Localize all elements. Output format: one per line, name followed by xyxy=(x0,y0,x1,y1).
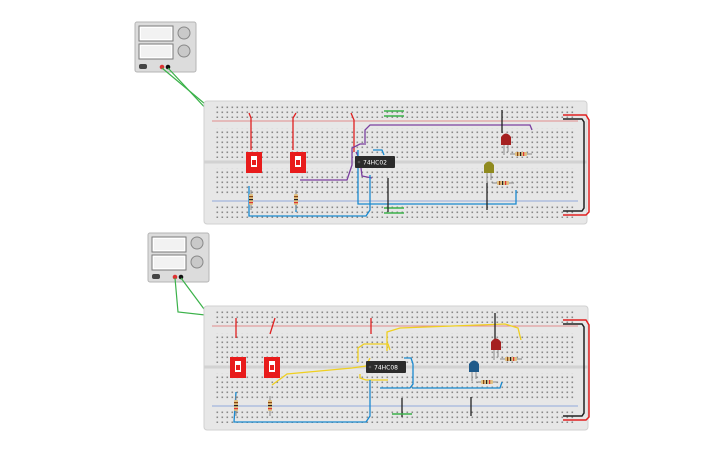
power-supply-2[interactable] xyxy=(147,232,210,283)
wire-red[interactable] xyxy=(248,112,252,150)
logic-chip-1[interactable]: 74HC02 xyxy=(355,156,395,168)
resistor[interactable] xyxy=(510,152,532,156)
resistor[interactable] xyxy=(500,357,522,361)
resistor[interactable] xyxy=(476,380,498,384)
wire-red[interactable] xyxy=(563,114,590,216)
resistor[interactable] xyxy=(234,396,238,416)
wire-blue[interactable] xyxy=(373,149,385,156)
wire-black[interactable] xyxy=(563,323,585,417)
red-led[interactable] xyxy=(491,338,501,361)
wire-blue[interactable] xyxy=(233,380,371,423)
resistor[interactable] xyxy=(492,181,514,185)
logic-chip-2[interactable]: 74HC08 xyxy=(366,361,406,373)
psu-knob-voltage[interactable] xyxy=(190,236,204,250)
psu-positive-terminal[interactable] xyxy=(172,274,178,280)
power-supply-1[interactable] xyxy=(134,21,197,73)
wire-red[interactable] xyxy=(350,112,355,152)
wire-yellow[interactable] xyxy=(359,374,388,381)
wire-blue[interactable] xyxy=(248,175,371,217)
psu-negative-terminal[interactable] xyxy=(165,64,171,70)
wire-blue[interactable] xyxy=(357,150,517,205)
resistor[interactable] xyxy=(249,190,253,210)
wire-red[interactable] xyxy=(292,112,297,150)
wire-purple[interactable] xyxy=(300,143,366,181)
wire-red[interactable] xyxy=(563,319,590,421)
slide-switch-2[interactable] xyxy=(264,357,280,378)
psu-positive-terminal[interactable] xyxy=(159,64,165,70)
slide-switch-2[interactable] xyxy=(290,152,306,173)
psu-knob-current[interactable] xyxy=(190,255,204,269)
wire-blue[interactable] xyxy=(412,381,503,389)
circuit-1: 74HC02 xyxy=(134,21,590,225)
wire-black[interactable] xyxy=(563,118,585,212)
psu-knob-current[interactable] xyxy=(177,44,191,58)
circuit-2: 74HC08 xyxy=(147,232,590,431)
chip-label: 74HC08 xyxy=(374,365,398,372)
wire-blue[interactable] xyxy=(380,357,414,389)
yellow-led[interactable] xyxy=(484,161,494,183)
psu-power-switch[interactable] xyxy=(152,274,160,279)
blue-led[interactable] xyxy=(469,360,479,382)
slide-switch-1[interactable] xyxy=(246,152,262,173)
red-led[interactable] xyxy=(501,133,511,156)
chip-label: 74HC02 xyxy=(363,160,387,167)
wire-purple[interactable] xyxy=(364,124,533,143)
wire-yellow[interactable] xyxy=(386,323,522,351)
psu-knob-voltage[interactable] xyxy=(177,26,191,40)
wire-yellow[interactable] xyxy=(357,343,391,362)
resistor[interactable] xyxy=(294,190,298,210)
psu-power-switch[interactable] xyxy=(139,64,147,69)
wire-red[interactable] xyxy=(269,317,276,335)
slide-switch-1[interactable] xyxy=(230,357,246,378)
resistor[interactable] xyxy=(268,396,272,416)
psu-negative-terminal[interactable] xyxy=(178,274,184,280)
